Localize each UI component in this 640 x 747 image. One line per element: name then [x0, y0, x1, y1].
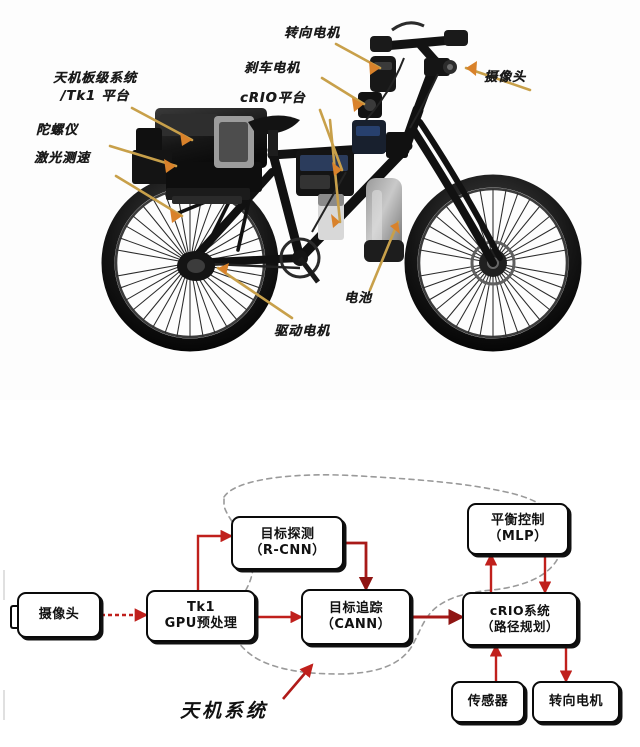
flow-node-camera[interactable]: 摄像头	[17, 592, 101, 638]
flow-node-balance-control-line1: 平衡控制	[490, 512, 545, 528]
photo-label-drive-motor: 驱动电机	[274, 324, 331, 339]
flow-node-object-detect-line1: 目标探测	[260, 526, 315, 542]
flow-node-tk1-line1: Tk1	[186, 599, 216, 615]
bicycle-illustration	[101, 21, 582, 352]
onboard-compute-box	[132, 108, 267, 204]
flow-node-balance-control[interactable]: 平衡控制 （MLP）	[467, 503, 569, 555]
flow-node-object-detect[interactable]: 目标探测 （R-CNN）	[231, 516, 344, 570]
flow-node-tk1[interactable]: Tk1 GPU预处理	[146, 590, 256, 642]
photo-label-onboard-system-line1: 天机板级系统	[52, 71, 137, 86]
flow-node-tk1-line2: GPU预处理	[164, 616, 238, 631]
crio-platform-part	[296, 150, 354, 240]
brake-motor-part	[358, 92, 382, 118]
edge-object-detect-to-object-track	[344, 541, 374, 592]
flow-node-sensor-line1: 传感器	[467, 693, 509, 709]
cable-routing	[311, 57, 439, 233]
steering-motor-part	[370, 56, 396, 92]
edge-tk1-to-object-detect	[196, 529, 233, 590]
flow-node-crio-system-line1: cRIO系统	[489, 603, 551, 619]
flow-node-steering-motor-line1: 转向电机	[548, 693, 603, 709]
flow-node-object-track-line2: （CANN）	[320, 617, 392, 632]
battery-pack	[364, 178, 404, 262]
photo-label-battery: 电池	[344, 291, 373, 306]
flow-node-object-track-line1: 目标追踪	[328, 600, 383, 616]
flow-node-crio-system[interactable]: cRIO系统 （路径规划）	[462, 592, 578, 646]
head-electronics	[352, 120, 408, 158]
photo-label-laser-speed: 激光测速	[34, 151, 91, 166]
bicycle-photo-panel: 天机板级系统 /Tk1 平台 陀螺仪 激光测速 转向电机 刹车电机 cRIO平台…	[30, 21, 582, 352]
camera-part	[424, 58, 457, 76]
system-flowchart-panel: 摄像头 Tk1 GPU预处理 目标探测 （R-CNN） 目标追踪 （CANN） …	[0, 400, 640, 747]
drive-motor-part	[177, 251, 215, 281]
photo-label-camera: 摄像头	[484, 70, 527, 85]
saddle	[248, 115, 300, 156]
flow-node-object-track[interactable]: 目标追踪 （CANN）	[301, 589, 411, 645]
flow-node-sensor[interactable]: 传感器	[451, 681, 525, 723]
flow-node-object-detect-line2: （R-CNN）	[249, 543, 326, 558]
flow-node-crio-system-line2: （路径规划）	[480, 619, 559, 634]
tianji-caption-pointer	[282, 663, 314, 700]
photo-label-gyroscope: 陀螺仪	[36, 123, 79, 138]
camera-lens-icon	[10, 605, 19, 629]
photo-label-onboard-system: 天机板级系统 /Tk1 平台	[30, 70, 160, 105]
flow-node-steering-motor[interactable]: 转向电机	[532, 681, 620, 723]
photo-label-steering-motor: 转向电机	[284, 26, 341, 41]
photo-label-crio-platform: cRIO平台	[240, 91, 306, 106]
leader-arrowheads	[164, 61, 477, 275]
photo-label-onboard-system-line2: /Tk1 平台	[60, 88, 130, 104]
flow-node-camera-line1: 摄像头	[38, 606, 80, 622]
flow-node-balance-control-line2: （MLP）	[488, 529, 548, 544]
photo-label-brake-motor: 刹车电机	[244, 61, 301, 76]
tianji-system-caption: 天机系统	[180, 700, 269, 722]
